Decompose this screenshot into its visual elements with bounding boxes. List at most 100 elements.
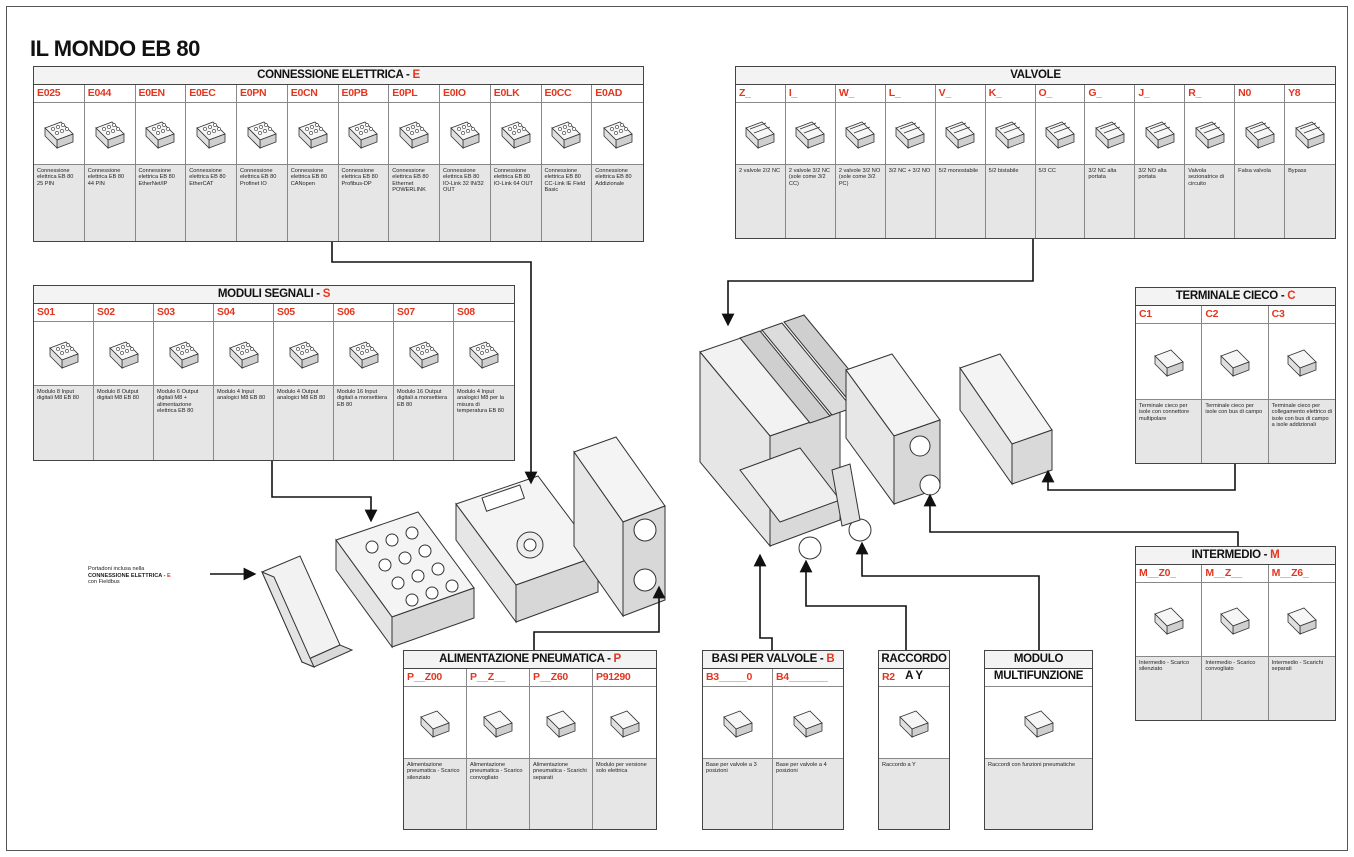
item-description: Modulo 4 Input analogici M8 EB 80 [214,386,273,460]
item-picture [404,687,466,759]
item-code: S08 [454,304,514,322]
panel-title-code: E [412,69,419,81]
item-code: S06 [334,304,393,322]
panel-title: RACCORDO A Y [879,651,949,669]
item-picture [1235,103,1284,165]
terminal-thumbnail-icon [1149,344,1189,380]
catalog-item: B3_____0Base per valvole a 3 posizioni [703,669,773,829]
item-picture [467,687,529,759]
panel-title: ALIMENTAZIONE PNEUMATICA - P [404,651,656,669]
valve-thumbnail-icon [990,116,1030,152]
intermediate-thumbnail-icon [1282,602,1322,638]
item-code: C2 [1202,306,1267,324]
item-code: P91290 [593,669,656,687]
panel-title: INTERMEDIO - M [1136,547,1335,565]
supply-thumbnail-icon [478,705,518,741]
callout-line2: CONNESSIONE ELETTRICA - E [88,573,218,580]
catalog-item: P__Z__Alimentazione pneumatica - Scarico… [467,669,530,829]
catalog-item: P__Z60Alimentazione pneumatica - Scarich… [530,669,593,829]
item-picture [1269,324,1335,400]
item-code: E0AD [592,85,643,103]
catalog-item: C1Terminale cieco per isole con connetto… [1136,306,1202,463]
callout-line2-code: E [167,573,171,579]
panel-title: TERMINALE CIECO - C [1136,288,1335,306]
module-thumbnail-icon [344,336,384,372]
item-description: Bypass [1285,165,1335,238]
panel-title: VALVOLE [736,67,1335,85]
item-picture [1136,324,1201,400]
item-picture [1285,103,1335,165]
catalog-item: E0CNConnessione elettrica EB 80 CANopen [288,85,339,241]
item-code: W_ [836,85,885,103]
item-description: Connessione elettrica EB 80 EtherNet/IP [136,165,186,241]
catalog-item: V_5/2 monostabile [936,85,986,238]
supply-thumbnail-icon [415,705,455,741]
catalog-item: Y8Bypass [1285,85,1335,238]
item-description: Terminale cieco per collegamento elettri… [1269,400,1335,463]
item-description: Connessione elettrica EB 80 CC-Link IE F… [542,165,592,241]
catalog-item: B4_______Base per valvole a 4 posizioni [773,669,843,829]
connection-thumbnail-icon [191,116,231,152]
callout-line2-bold: CONNESSIONE ELETTRICA - [88,573,167,579]
item-description: Modulo 16 Input digitali a morsettiera E… [334,386,393,460]
item-description: Connessione elettrica EB 80 IO-Link 64 O… [491,165,541,241]
item-picture [34,103,84,165]
item-code: N0 [1235,85,1284,103]
fitting-thumbnail-icon [894,705,934,741]
valve-thumbnail-icon [1140,116,1180,152]
item-code: L_ [886,85,935,103]
item-picture [1136,583,1201,657]
item-picture [214,322,273,386]
module-thumbnail-icon [44,336,84,372]
item-picture [836,103,885,165]
catalog-item: M__Z6_Intermedio - Scarichi separati [1269,565,1335,720]
item-description: Alimentazione pneumatica - Scarichi sepa… [530,759,592,829]
item-description: Connessione elettrica EB 80 44 PIN [85,165,135,241]
page-title: IL MONDO EB 80 [30,36,200,62]
item-description: Intermedio - Scarichi separati [1269,657,1335,720]
item-description: Raccordi con funzioni pneumatiche [985,759,1092,829]
panel-title: CONNESSIONE ELETTRICA - E [34,67,643,85]
item-code: E0PB [339,85,389,103]
panel-title-text: CONNESSIONE ELETTRICA - [257,69,412,81]
catalog-item: I_2 valvole 3/2 NC (sole come 3/2 CC) [786,85,836,238]
panel-title: MODULI SEGNALI - S [34,286,514,304]
panel-modulo-multifunzione: MODULO MULTIFUNZIONE Raccordi con funzion… [984,650,1093,830]
base-thumbnail-icon [788,705,828,741]
item-picture [491,103,541,165]
item-description: Intermedio - Scarico convogliato [1202,657,1267,720]
item-picture [1135,103,1184,165]
item-picture [274,322,333,386]
item-description: Connessione elettrica EB 80 Ethernet POW… [389,165,439,241]
item-code: E025 [34,85,84,103]
panel-title-text: TERMINALE CIECO - [1176,290,1288,302]
item-code: S02 [94,304,153,322]
item-description: 2 valvole 3/2 NO (sole come 3/2 PC) [836,165,885,238]
item-picture [136,103,186,165]
panel-title: MODULO MULTIFUNZIONE [985,651,1092,669]
catalog-item: E0CCConnessione elettrica EB 80 CC-Link … [542,85,593,241]
item-code: M__Z0_ [1136,565,1201,583]
item-code: B3_____0 [703,669,772,687]
catalog-item: E0ENConnessione elettrica EB 80 EtherNet… [136,85,187,241]
catalog-item: W_ 2 valvole 3/2 NO (sole come 3/2 PC) [836,85,886,238]
callout-line3: con Fieldbus [88,579,218,586]
item-picture [542,103,592,165]
panel-title-code: B [826,653,834,665]
catalog-item: M__Z0_Intermedio - Scarico silenziato [1136,565,1202,720]
item-description: Connessione elettrica EB 80 CANopen [288,165,338,241]
item-description: Modulo 8 Output digitali M8 EB 80 [94,386,153,460]
item-picture [736,103,785,165]
item-code: P__Z60 [530,669,592,687]
item-code: S05 [274,304,333,322]
supply-thumbnail-icon [541,705,581,741]
module-thumbnail-icon [164,336,204,372]
